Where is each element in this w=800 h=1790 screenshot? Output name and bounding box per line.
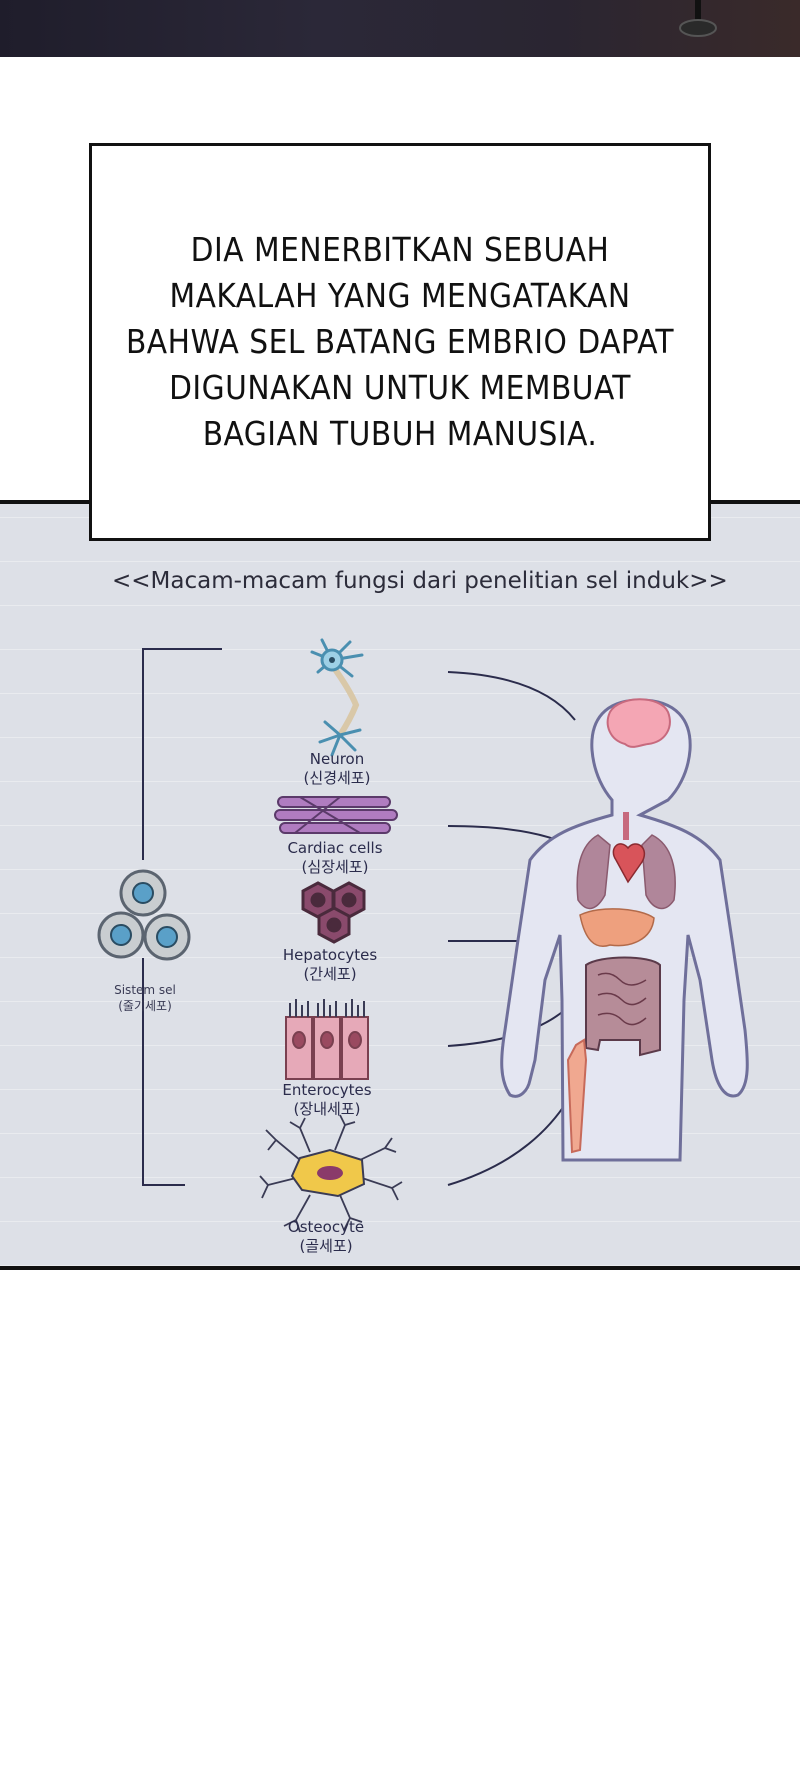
cardiac-cells-label-ko: (심장세포) bbox=[301, 858, 369, 876]
narration-box: DIA MENERBITKAN SEBUAH MAKALAH YANG MENG… bbox=[89, 143, 711, 541]
neuron-label-ko: (신경세포) bbox=[303, 769, 371, 787]
osteocyte-icon bbox=[259, 1114, 403, 1233]
narration-line: MAKALAH YANG MENGATAKAN bbox=[169, 276, 631, 315]
human-body-icon bbox=[500, 698, 749, 1162]
narration-text: DIA MENERBITKAN SEBUAH MAKALAH YANG MENG… bbox=[96, 227, 704, 457]
hepatocytes-label: Hepatocytes (간세포) bbox=[260, 946, 400, 984]
narration-line: BAGIAN TUBUH MANUSIA. bbox=[202, 414, 598, 453]
hepatocytes-icon bbox=[301, 881, 366, 944]
osteocyte-label-ko: (골세포) bbox=[299, 1237, 353, 1255]
stem-cell-cluster-icon bbox=[97, 869, 191, 961]
narration-line: DIA MENERBITKAN SEBUAH bbox=[190, 230, 610, 269]
bracket-line-bottom bbox=[142, 958, 185, 1186]
cardiac-cells-label-en: Cardiac cells bbox=[287, 839, 383, 857]
hepatocytes-label-ko: (간세포) bbox=[303, 965, 357, 983]
narration-line: DIGUNAKAN UNTUK MEMBUAT bbox=[169, 368, 631, 407]
stem-cell-label-ko: (줄기세포) bbox=[118, 999, 172, 1013]
neuron-label-en: Neuron bbox=[309, 750, 365, 768]
bracket-line-top bbox=[142, 648, 222, 860]
cardiac-cells-icon bbox=[274, 796, 398, 834]
cardiac-cells-label: Cardiac cells (심장세포) bbox=[265, 839, 405, 877]
neuron-icon bbox=[310, 638, 364, 757]
osteocyte-label: Osteocyte (골세포) bbox=[256, 1218, 396, 1256]
diagram-title: <<Macam-macam fungsi dari penelitian sel… bbox=[112, 568, 728, 594]
hepatocytes-label-en: Hepatocytes bbox=[282, 946, 378, 964]
osteocyte-label-en: Osteocyte bbox=[287, 1218, 365, 1236]
enterocytes-label: Enterocytes (장내세포) bbox=[257, 1081, 397, 1119]
stem-cell-label-en: Sistem sel bbox=[114, 983, 176, 997]
enterocytes-label-ko: (장내세포) bbox=[293, 1100, 361, 1118]
enterocytes-label-en: Enterocytes bbox=[282, 1081, 372, 1099]
enterocytes-icon bbox=[285, 999, 369, 1080]
top-artwork-strip bbox=[0, 0, 800, 57]
narration-line: BAHWA SEL BATANG EMBRIO DAPAT bbox=[125, 322, 675, 361]
neuron-label: Neuron (신경세포) bbox=[267, 750, 407, 788]
stem-cell-label: Sistem sel (줄기세포) bbox=[90, 982, 200, 1014]
lamp-icon bbox=[679, 0, 717, 37]
